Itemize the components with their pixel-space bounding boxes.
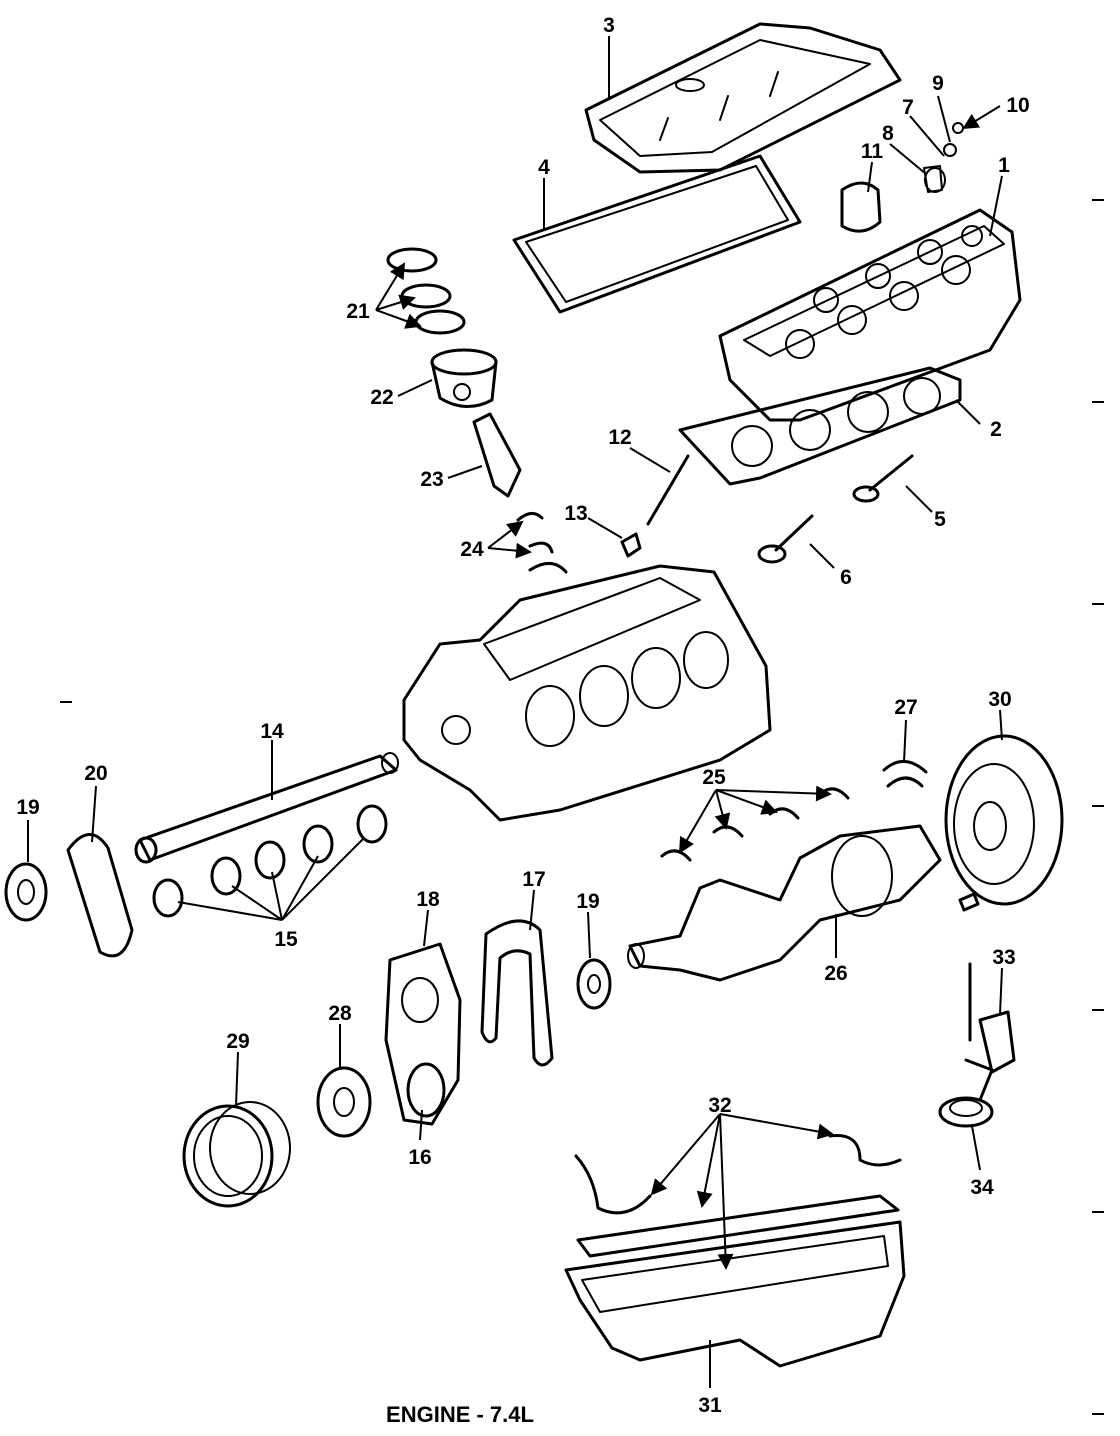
rear-main-bearing <box>882 760 928 788</box>
valve-cover-gasket <box>512 154 802 314</box>
callout-32: 32 <box>708 1094 731 1117</box>
callout-labels: 1 2 3 4 5 6 7 8 9 10 11 12 13 14 15 16 1… <box>16 14 1029 1417</box>
callout-2: 2 <box>990 418 1002 441</box>
callout-1: 1 <box>998 154 1010 177</box>
main-bearings <box>660 787 850 862</box>
callout-14: 14 <box>260 720 284 743</box>
crankshaft <box>627 824 942 982</box>
callout-16: 16 <box>408 1146 431 1169</box>
callout-30: 30 <box>988 688 1011 711</box>
callout-26: 26 <box>824 962 847 985</box>
callout-21: 21 <box>346 300 370 323</box>
callout-7: 7 <box>902 96 914 119</box>
flexplate <box>944 734 1064 912</box>
oil-pan-gaskets <box>574 1134 902 1258</box>
pushrod-and-lifter <box>620 454 690 558</box>
crank-pulley <box>182 1101 291 1208</box>
callout-3: 3 <box>603 14 615 37</box>
connecting-rod <box>472 412 522 498</box>
valves <box>757 454 914 564</box>
callout-9: 9 <box>932 72 944 95</box>
rod-bearings <box>516 512 568 574</box>
valve-train-parts <box>840 122 964 233</box>
callout-27: 27 <box>894 696 917 719</box>
callout-24: 24 <box>460 538 484 561</box>
callout-4: 4 <box>538 156 550 179</box>
margin-ticks <box>60 199 1104 1415</box>
piston <box>430 348 498 408</box>
valve-cover <box>584 22 902 174</box>
cam-bearings <box>152 804 388 918</box>
callout-13: 13 <box>564 502 587 525</box>
callout-11: 11 <box>861 140 884 163</box>
callout-19-middle: 19 <box>576 890 599 913</box>
callout-19-left: 19 <box>16 796 39 819</box>
piston-rings <box>386 247 466 335</box>
balancer-hub <box>316 1066 372 1138</box>
callout-34: 34 <box>970 1176 994 1199</box>
callout-5: 5 <box>934 508 946 531</box>
timing-cover <box>384 942 462 1126</box>
cylinder-head <box>718 208 1022 422</box>
callout-6: 6 <box>840 566 852 589</box>
camshaft <box>134 752 399 864</box>
callout-12: 12 <box>608 426 631 449</box>
diagram-caption: ENGINE - 7.4L <box>386 1402 534 1427</box>
engine-block <box>402 564 772 822</box>
callout-33: 33 <box>992 946 1015 969</box>
timing-chain <box>66 833 134 958</box>
callout-31: 31 <box>698 1394 722 1417</box>
callout-18: 18 <box>416 888 440 911</box>
head-gasket <box>678 366 962 486</box>
sprocket-left <box>4 862 48 922</box>
callout-8: 8 <box>882 122 894 145</box>
callout-23: 23 <box>420 468 443 491</box>
callout-17: 17 <box>522 868 545 891</box>
callout-10: 10 <box>1006 94 1029 117</box>
callout-28: 28 <box>328 1002 352 1025</box>
callout-25: 25 <box>702 766 726 789</box>
leader-lines <box>27 36 1003 1388</box>
sprocket-middle <box>576 958 612 1010</box>
front-cover-gasket <box>480 919 554 1067</box>
oil-pan <box>564 1220 906 1368</box>
callout-20: 20 <box>84 762 107 785</box>
callout-22: 22 <box>370 386 393 409</box>
callout-29: 29 <box>226 1030 249 1053</box>
callout-15: 15 <box>274 928 298 951</box>
oil-pump <box>938 962 1016 1128</box>
